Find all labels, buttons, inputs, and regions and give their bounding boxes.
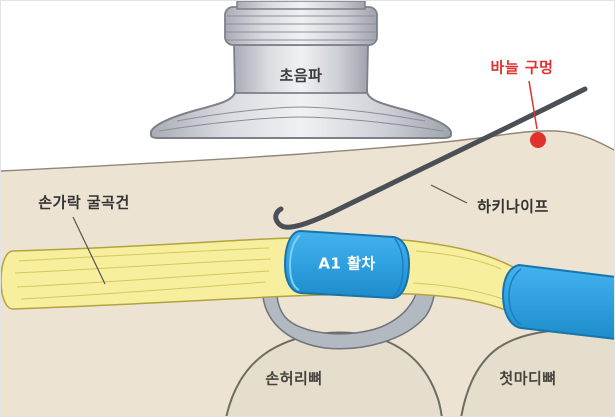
leader-lines — [72, 80, 538, 285]
flexor-tendon-leader-line — [72, 216, 106, 285]
a1-pulley-label: A1 활차 — [318, 254, 376, 273]
needle-hole-label: 바늘 구멍 — [490, 58, 554, 77]
metacarpal-bone-label: 손허리뼈 — [265, 369, 323, 388]
ultrasound-label: 초음파 — [279, 66, 323, 85]
proximal-phalanx-label: 첫마디뼈 — [499, 369, 557, 388]
hockey-knife-leader-line — [430, 184, 468, 204]
needle-hole-leader-line — [528, 80, 538, 130]
needle-hole-dot — [530, 132, 546, 148]
a1-pulley-band — [283, 229, 411, 300]
flexor-tendon-label: 손가락 굴곡건 — [38, 193, 130, 212]
distal-pulley-band — [501, 263, 614, 340]
hockey-knife-label: 하키나이프 — [477, 197, 549, 216]
ultrasound-probe — [150, 1, 452, 139]
hockey-knife — [273, 86, 588, 230]
tendon-fiber-lines — [14, 247, 504, 300]
